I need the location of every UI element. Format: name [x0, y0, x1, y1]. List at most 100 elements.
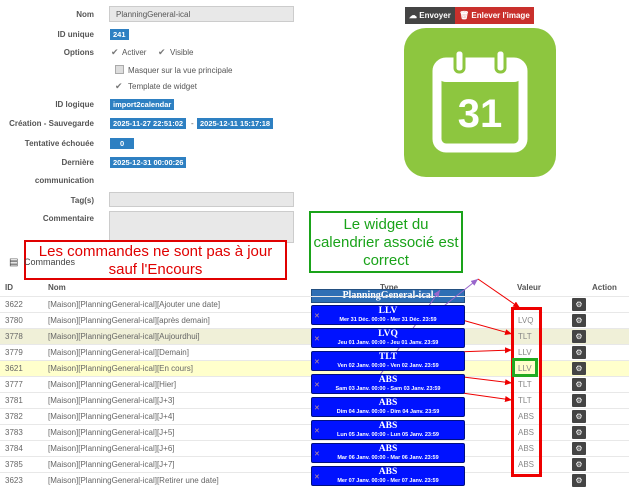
close-icon[interactable]: ✕ [314, 336, 320, 343]
hide-main-checkbox[interactable] [115, 65, 124, 74]
row-value: LVQ [518, 316, 534, 325]
row-value: TLT [518, 380, 532, 389]
option-widget-template-label: Template de widget [128, 82, 197, 91]
check-mark-icon: ✔ [158, 47, 166, 57]
col-header-name: Nom [48, 283, 66, 292]
logical-id-badge: import2calendar [110, 99, 175, 110]
col-header-action: Action [592, 283, 617, 292]
table-row[interactable]: 3784[Maison][PlanningGeneral-ical][J+6]A… [0, 440, 629, 456]
note-widget-correct: Le widget du calendrier associé est corr… [309, 211, 463, 273]
row-name: [Maison][PlanningGeneral-ical][En cours] [48, 364, 193, 373]
last-comm-badge: 2025-12-31 00:00:26 [110, 157, 187, 168]
name-input[interactable]: PlanningGeneral-ical [109, 6, 294, 22]
row-id: 3777 [5, 380, 23, 389]
col-header-value: Valeur [517, 283, 542, 292]
comment-label: Commentaire [42, 214, 94, 223]
option-hide-main-label: Masquer sur la vue principale [128, 66, 233, 75]
commands-title: Commandes [24, 257, 76, 267]
widget-event-dates: Sam 03 Janv. 00:00 - Sam 03 Janv. 23:59 [335, 386, 441, 392]
gears-icon[interactable]: ⚙ [572, 298, 586, 311]
failed-attempts-badge: 0 [110, 138, 135, 149]
col-header-id: ID [5, 283, 13, 292]
widget-event-dates: Jeu 01 Janv. 00:00 - Jeu 01 Janv. 23:59 [337, 340, 439, 346]
row-value: LLV [518, 348, 532, 357]
widget-event-dates: Lun 05 Janv. 00:00 - Lun 05 Janv. 23:59 [337, 432, 439, 438]
name-label: Nom [76, 10, 94, 19]
row-name: [Maison][PlanningGeneral-ical][Retirer u… [48, 476, 219, 485]
row-id: 3784 [5, 444, 23, 453]
tags-label: Tag(s) [70, 196, 94, 205]
gears-icon[interactable]: ⚙ [572, 394, 586, 407]
date-separator: - [191, 119, 194, 128]
cloud-upload-icon: ☁ [409, 11, 417, 20]
check-mark-icon: ✔ [111, 47, 119, 57]
name-input-value: PlanningGeneral-ical [116, 10, 191, 19]
close-icon[interactable]: ✕ [314, 451, 320, 458]
row-id: 3622 [5, 300, 23, 309]
created-badge: 2025-11-27 22:51:02 [110, 118, 187, 129]
gears-icon[interactable]: ⚙ [572, 410, 586, 423]
close-icon[interactable]: ✕ [314, 359, 320, 366]
row-name: [Maison][PlanningGeneral-ical][après dem… [48, 316, 210, 325]
calendar-icon: 31 [404, 28, 556, 177]
row-name: [Maison][PlanningGeneral-ical][J+7] [48, 460, 175, 469]
option-visible-label[interactable]: Visible [170, 48, 194, 57]
saved-badge: 2025-12-11 15:17:18 [197, 118, 274, 129]
options-label: Options [63, 48, 94, 57]
widget-event-title: ABS [378, 375, 398, 385]
table-row[interactable]: 3622 [Maison][PlanningGeneral-ical][Ajout… [0, 296, 629, 312]
tags-input[interactable] [109, 192, 294, 207]
widget-event-dates: Ven 02 Janv. 00:00 - Ven 02 Janv. 23:59 [337, 363, 439, 369]
gears-icon[interactable]: ⚙ [572, 314, 586, 327]
widget-event-dates: Dim 04 Janv. 00:00 - Dim 04 Janv. 23:59 [336, 409, 440, 415]
gears-icon[interactable]: ⚙ [572, 442, 586, 455]
row-id: 3782 [5, 412, 23, 421]
row-id: 3779 [5, 348, 23, 357]
gears-icon[interactable]: ⚙ [572, 346, 586, 359]
gears-icon[interactable]: ⚙ [572, 474, 586, 487]
last-comm-label-2: communication [34, 176, 94, 185]
col-header-type: Type [380, 283, 399, 292]
close-icon[interactable]: ✕ [314, 428, 320, 435]
close-icon[interactable]: ✕ [314, 313, 320, 320]
row-value: TLT [518, 332, 532, 341]
row-name: [Maison][PlanningGeneral-ical][Ajouter u… [48, 300, 221, 309]
widget-event-dates: Mer 31 Déc. 00:00 - Mer 31 Déc. 23:59 [339, 317, 437, 323]
current-value-highlight-box [512, 358, 538, 377]
list-icon: ▤ [9, 257, 19, 268]
widget-event-title: LVQ [378, 329, 398, 339]
widget-event-dates: Mer 07 Janv. 00:00 - Mer 07 Janv. 23:59 [337, 478, 439, 484]
last-comm-label: Dernière [61, 158, 94, 167]
row-value: ABS [518, 444, 535, 453]
id-label: ID unique [57, 30, 94, 39]
gears-icon[interactable]: ⚙ [572, 426, 586, 439]
close-icon[interactable]: ✕ [314, 474, 320, 481]
row-id: 3778 [5, 332, 23, 341]
row-id: 3621 [5, 364, 23, 373]
widget-event-title: ABS [378, 444, 398, 454]
gears-icon[interactable]: ⚙ [572, 362, 586, 375]
send-image-button[interactable]: ☁ Envoyer [405, 7, 455, 24]
comment-textarea[interactable] [109, 211, 294, 243]
remove-image-label: Enlever l'image [471, 11, 530, 20]
row-name: [Maison][PlanningGeneral-ical][J+5] [48, 428, 175, 437]
gears-icon[interactable]: ⚙ [572, 378, 586, 391]
option-active-label[interactable]: Activer [122, 48, 147, 57]
close-icon[interactable]: ✕ [314, 405, 320, 412]
gears-icon[interactable]: ⚙ [572, 458, 586, 471]
close-icon[interactable]: ✕ [314, 382, 320, 389]
widget-event-title: TLT [378, 352, 398, 362]
row-name: [Maison][PlanningGeneral-ical][Hier] [48, 380, 177, 389]
widget-event-title: ABS [378, 467, 398, 477]
gears-icon[interactable]: ⚙ [572, 330, 586, 343]
check-mark-icon[interactable]: ✔ [115, 81, 123, 91]
remove-image-button[interactable]: 🗑 Enlever l'image [455, 7, 534, 24]
